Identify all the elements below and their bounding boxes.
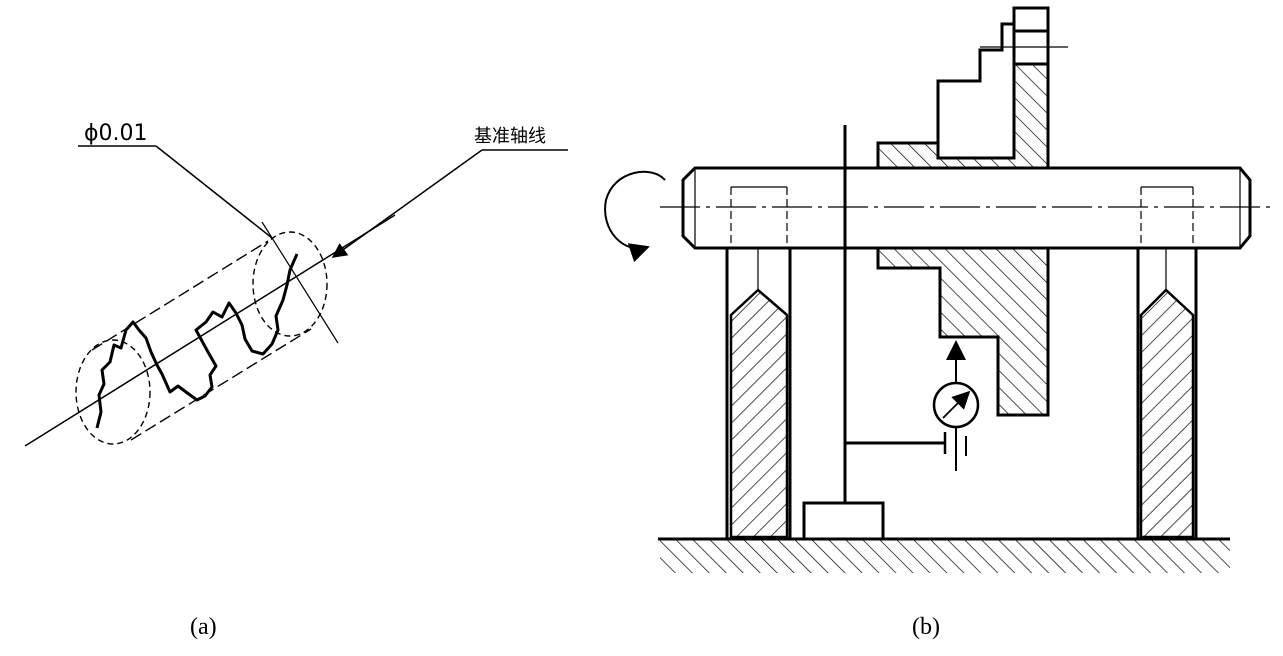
figure-a: ϕ0.01 基准轴线 (a) [24,121,568,640]
rotation-arrow-icon [604,170,666,263]
tolerance-label: ϕ0.01 [84,121,148,146]
datum-axis-label: 基准轴线 [474,126,546,147]
left-v-block [725,246,792,541]
tolerance-leader-line [155,145,273,239]
indicator-stand [802,125,945,541]
figure-b: (b) [604,6,1276,640]
caption-b: (b) [912,614,940,640]
caption-a: (a) [190,614,217,640]
tolerance-zone-cylinder [75,221,339,445]
workpiece-section [843,6,1068,417]
datum-axis-line [24,214,396,447]
dial-indicator-icon [932,340,980,471]
actual-axis-curve [95,253,299,429]
mandrel-shaft [681,166,1252,250]
right-v-block [1136,246,1198,541]
datum-leader-line [331,149,483,258]
ground-base [658,537,1230,573]
